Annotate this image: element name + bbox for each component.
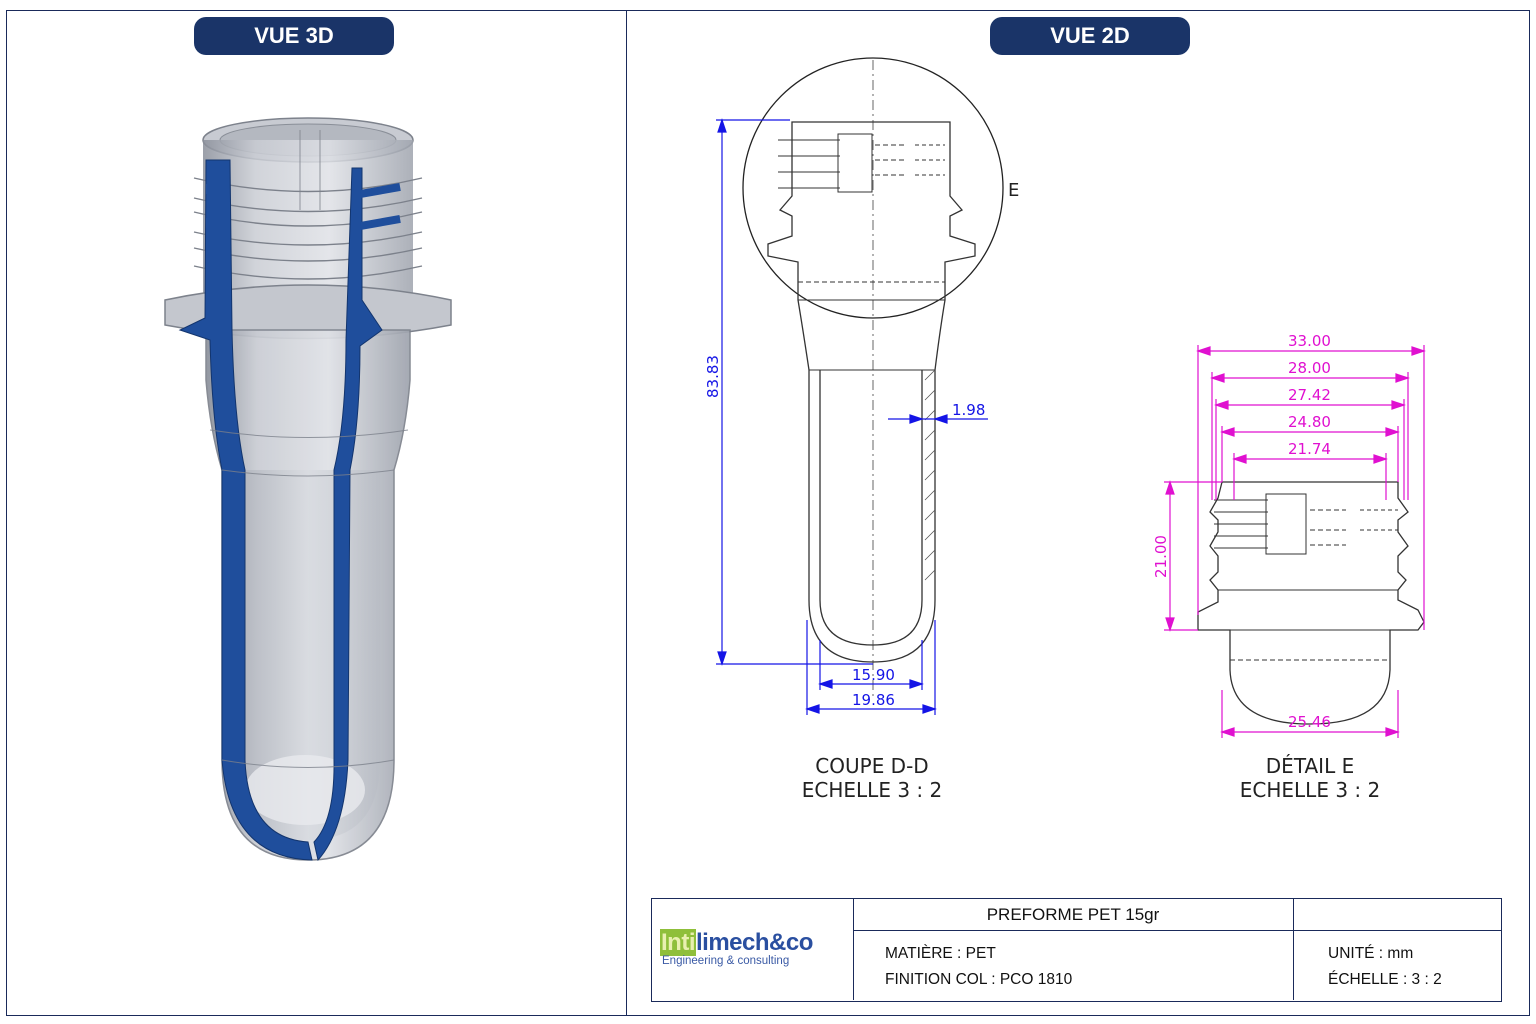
logo-cell: Intilimech&co Engineering & consulting (652, 899, 854, 1000)
title-block-empty-cell (1294, 899, 1501, 931)
dim-outer-diameter: 19.86 (852, 691, 895, 709)
section-caption: COUPE D-D ECHELLE 3 : 2 (792, 754, 952, 802)
dim-28: 28.00 (1288, 359, 1331, 377)
company-logo: Intilimech&co (660, 929, 813, 956)
dim-33: 33.00 (1288, 332, 1331, 350)
dim-inner-diameter: 15.90 (852, 666, 895, 684)
dim-total-height: 83.83 (704, 355, 722, 398)
detail-caption: DÉTAIL E ECHELLE 3 : 2 (1230, 754, 1390, 802)
detail-caption-title: DÉTAIL E (1265, 754, 1355, 778)
dim-2480: 24.80 (1288, 413, 1331, 431)
section-caption-scale: ECHELLE 3 : 2 (801, 778, 943, 802)
company-tagline: Engineering & consulting (662, 955, 790, 967)
neck-finish-text: FINITION COL : PCO 1810 (885, 971, 1073, 988)
header-2d-view: VUE 2D (990, 17, 1190, 55)
section-d-d-outline (742, 57, 1004, 700)
dim-wall-thickness: 1.98 (952, 401, 985, 419)
unit-text: UNITÉ : mm (1328, 945, 1414, 962)
scale-text: ÉCHELLE : 3 : 2 (1328, 971, 1442, 988)
drawing-frame (6, 10, 1530, 1016)
panel-divider (626, 10, 627, 1016)
drawing-title: PREFORME PET 15gr (853, 899, 1294, 931)
preform-3d-render (164, 117, 452, 862)
dim-2174: 21.74 (1288, 440, 1331, 458)
section-caption-title: COUPE D-D (815, 754, 929, 778)
title-block: Intilimech&co Engineering & consulting P… (651, 898, 1502, 1002)
dim-2742: 27.42 (1288, 386, 1331, 404)
detail-caption-scale: ECHELLE 3 : 2 (1239, 778, 1381, 802)
dim-detail-height: 21.00 (1152, 535, 1170, 578)
detail-e-outline (1197, 481, 1425, 725)
header-3d-view: VUE 3D (194, 17, 394, 55)
material-cell: MATIÈRE : PET FINITION COL : PCO 1810 (853, 931, 1294, 1000)
dim-2546: 25.46 (1288, 713, 1331, 731)
material-text: MATIÈRE : PET (885, 945, 996, 962)
detail-callout-label: E (1008, 180, 1019, 201)
